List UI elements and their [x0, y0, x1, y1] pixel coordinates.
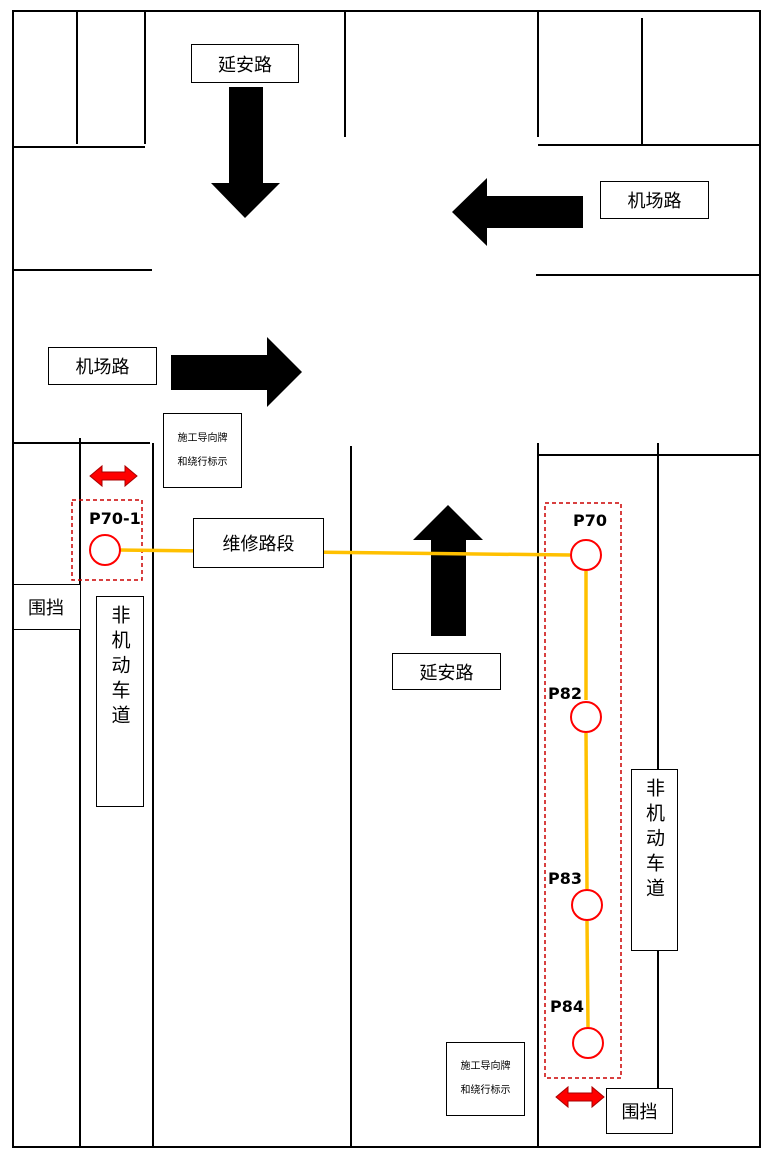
pole-p70-1 — [89, 534, 121, 566]
repair-section-label: 维修路段 — [193, 518, 324, 568]
road-label-north-text: 延安路 — [218, 54, 272, 76]
sign-right-line1: 施工导向牌 — [460, 1061, 511, 1072]
pole-p84 — [572, 1027, 604, 1059]
arrow-westbound — [452, 178, 583, 246]
barrier-label-right-text: 围挡 — [621, 1102, 658, 1123]
road-label-north: 延安路 — [191, 44, 299, 83]
pole-p70 — [570, 539, 602, 571]
cable-line — [584, 732, 589, 890]
construction-sign-left: 施工导向牌 和绕行标示 — [163, 413, 242, 488]
pole-p82 — [570, 701, 602, 733]
bike-lane-label-right: 非机动车道 — [631, 769, 678, 951]
pole-label-p83-text: P83 — [548, 869, 582, 888]
road-label-south: 延安路 — [392, 653, 501, 690]
road-label-west: 机场路 — [48, 347, 157, 385]
road-label-east: 机场路 — [600, 181, 709, 219]
barrier-arrow-right — [555, 1085, 605, 1109]
pole-label-p82: P82 — [548, 684, 582, 703]
pole-label-p83: P83 — [548, 869, 582, 888]
construction-sign-right: 施工导向牌 和绕行标示 — [446, 1042, 525, 1116]
pole-label-p70-1-text: P70-1 — [89, 509, 141, 528]
road-label-west-text: 机场路 — [75, 357, 130, 378]
pole-label-p84: P84 — [550, 997, 584, 1016]
road-label-south-text: 延安路 — [419, 662, 474, 684]
barrier-arrow-left — [89, 464, 138, 488]
sign-right-line2: 和绕行标示 — [460, 1085, 511, 1096]
barrier-label-right: 围挡 — [606, 1088, 673, 1134]
barrier-label-left-text: 围挡 — [28, 598, 64, 619]
work-zone-right — [544, 502, 622, 1079]
pole-p83 — [571, 889, 603, 921]
bike-lane-right-text: 非机动车道 — [643, 778, 665, 903]
pole-label-p70-text: P70 — [573, 511, 607, 530]
pole-label-p70-1: P70-1 — [89, 509, 141, 528]
cable-line — [585, 920, 590, 1028]
sign-left-line1: 施工导向牌 — [177, 432, 228, 444]
road-label-east-text: 机场路 — [627, 191, 682, 212]
barrier-label-left: 围挡 — [13, 584, 81, 630]
pole-label-p84-text: P84 — [550, 997, 584, 1016]
work-zone-left — [71, 499, 143, 581]
arrow-southbound — [211, 87, 280, 218]
bike-lane-left-text: 非机动车道 — [108, 605, 131, 730]
outer-frame — [12, 10, 761, 1148]
cable-line — [119, 548, 571, 557]
repair-section-text: 维修路段 — [222, 534, 295, 555]
pole-label-p82-text: P82 — [548, 684, 582, 703]
sign-left-line2: 和绕行标示 — [177, 456, 228, 468]
pole-label-p70: P70 — [573, 511, 607, 530]
arrow-northbound — [413, 505, 483, 636]
arrow-eastbound — [171, 337, 302, 407]
bike-lane-label-left: 非机动车道 — [96, 596, 144, 807]
